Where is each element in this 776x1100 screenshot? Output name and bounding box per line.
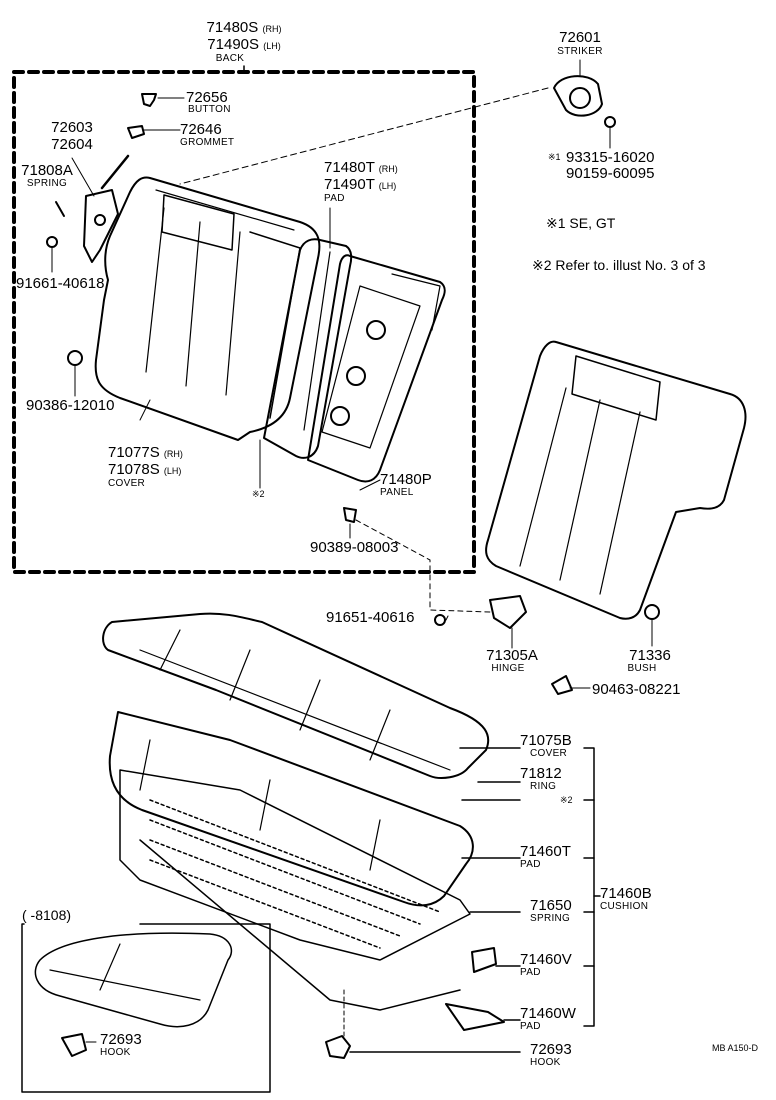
pad-v-name: PAD [520, 967, 541, 978]
bush-icon [644, 604, 660, 620]
seat-spring-name: SPRING [530, 913, 571, 924]
hook-bottom-number: 72693 [530, 1041, 572, 1058]
note-1: ※1 SE, GT [546, 215, 616, 231]
inset-range-label: ( -8108) [22, 907, 72, 923]
grommet-name: GROMMET [180, 137, 235, 148]
note-2: ※2 Refer to. illust No. 3 of 3 [532, 257, 706, 273]
hinge-drawing [489, 595, 527, 629]
ring-name: RING [530, 781, 557, 792]
cushion-name: CUSHION [600, 901, 649, 912]
lock-hook-drawing [55, 154, 130, 263]
back-rh-label: 71480S (RH) [206, 19, 282, 36]
clip-a-number: 90389-08003 [310, 539, 399, 556]
seatback-cover-drawing [94, 176, 321, 441]
seat-cushion-cover-drawing [102, 612, 490, 779]
button-icon [141, 93, 157, 107]
clip-b-number: 90463-08221 [592, 681, 681, 698]
hinge-number: 71305A [486, 647, 538, 664]
bolt-a-number: 91661-40618 [16, 275, 105, 292]
panel-number: 71480P [380, 471, 432, 488]
seat-cover-name: COVER [530, 748, 568, 759]
ref2-mark-b: ※2 [560, 795, 573, 805]
seat-cover-number: 71075B [520, 732, 572, 749]
striker-number: 72601 [559, 29, 601, 46]
nut-a-number: 90386-12010 [26, 397, 115, 414]
seat-pad-name: PAD [520, 859, 541, 870]
inset-box [21, 923, 271, 1093]
seat-pad-number: 71460T [520, 843, 571, 860]
ref2-mark: ※2 [252, 489, 265, 499]
hook-inset-number: 72693 [100, 1031, 142, 1048]
back-lh-label: 71490S (LH) [207, 36, 281, 53]
striker-leader [179, 87, 549, 185]
button-name: BUTTON [188, 104, 231, 115]
cushion-group-bracket [349, 747, 601, 1053]
spring-name: SPRING [26, 178, 68, 189]
button-number: 72656 [186, 89, 228, 106]
clip-90389-icon [343, 507, 357, 523]
pad-v-number: 71460V [520, 951, 572, 968]
seatback-cover-right-drawing [485, 340, 747, 620]
ring-number: 71812 [520, 765, 562, 782]
hook-bottom-name: HOOK [530, 1057, 561, 1068]
pad-w-name: PAD [520, 1021, 541, 1032]
grommet-icon [127, 125, 145, 139]
spring-number: 71808A [21, 162, 73, 179]
cover-lh-label: 71078S (LH) [108, 461, 182, 478]
seat-spring-drawing [119, 769, 471, 1011]
pad-rh-label: 71480T (RH) [324, 159, 398, 176]
bush-number: 71336 [629, 647, 671, 664]
cover-name: COVER [108, 478, 146, 489]
hook-inset-name: HOOK [100, 1047, 131, 1058]
hook-a-number: 72603 [51, 119, 93, 136]
panel-name: PANEL [380, 487, 414, 498]
diagram-code: MB A150-D [712, 1043, 759, 1053]
striker-bolt-icon [604, 116, 616, 128]
bolt-b-number: 93315-16020 [566, 149, 655, 166]
grommet-number: 72646 [180, 121, 222, 138]
hook-b-number: 72604 [51, 136, 93, 153]
inset-hook-drawing [61, 1033, 87, 1057]
bush-name: BUSH [627, 663, 657, 674]
pad-v-drawing [471, 947, 497, 973]
hinge-name: HINGE [491, 663, 525, 674]
pad-w-number: 71460W [520, 1005, 576, 1022]
pad-lh-label: 71490T (LH) [324, 176, 397, 193]
pad-name: PAD [324, 193, 345, 204]
nut-90386-icon [67, 350, 83, 366]
cover-rh-label: 71077S (RH) [108, 444, 183, 461]
leader-lines [51, 59, 653, 689]
inset-cushion-drawing [34, 932, 233, 1028]
cushion-number: 71460B [600, 885, 652, 902]
bolt-d-number: 91651-40616 [326, 609, 415, 626]
clip-90463-icon [551, 675, 573, 695]
bolt-b-mark: ※1 [548, 152, 561, 162]
striker-drawing [553, 75, 603, 117]
hook-bottom-drawing [325, 1035, 351, 1059]
seat-spring-number: 71650 [530, 897, 572, 914]
pad-w-drawing [445, 1003, 505, 1031]
bolt-91651-icon [434, 614, 446, 626]
clip-leader [355, 519, 491, 613]
seatback-panel-drawing [307, 254, 446, 483]
seat-cushion-pad-drawing [108, 711, 474, 907]
back-name: BACK [215, 53, 245, 64]
striker-name: STRIKER [557, 46, 603, 57]
bolt-c-number: 90159-60095 [566, 165, 655, 182]
bolt-91661-icon [46, 236, 58, 248]
